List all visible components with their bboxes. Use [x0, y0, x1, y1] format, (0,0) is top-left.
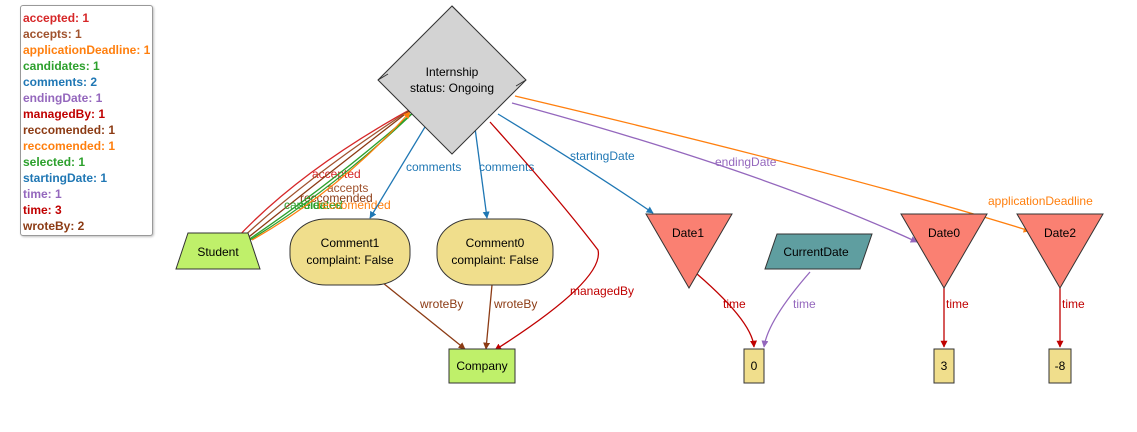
edge-label: reccomended [300, 191, 373, 205]
date2-label: Date2 [1044, 226, 1076, 240]
edge-wroteby-comment1: wroteBy [382, 282, 466, 350]
edge-label: selected [298, 198, 343, 212]
edge-accepts: accepts [239, 107, 414, 241]
currentdate-label: CurrentDate [783, 245, 849, 259]
date0-label: Date0 [928, 226, 960, 240]
legend-item: managedBy: 1 [23, 107, 106, 121]
legend-item: candidates: 1 [23, 59, 100, 73]
node-internship[interactable]: Internship status: Ongoing [377, 5, 527, 155]
value-minus8-label: -8 [1055, 359, 1066, 373]
comment0-attr: complaint: False [451, 253, 539, 267]
legend-item: accepts: 1 [23, 27, 82, 41]
edge-time-currentdate: time [761, 271, 816, 348]
edge-label: time [793, 297, 816, 311]
edge-label: time [723, 297, 746, 311]
node-comment0[interactable]: Comment0 complaint: False [436, 218, 554, 286]
edge-label: accepts [327, 181, 368, 195]
company-label: Company [456, 359, 507, 373]
edge-applicationdeadline: applicationDeadline [514, 95, 1093, 233]
edge-label: time [1062, 297, 1085, 311]
legend-item: selected: 1 [23, 155, 86, 169]
date1-label: Date1 [672, 226, 704, 240]
edge-label: wroteBy [419, 297, 463, 311]
edge-label: comments [406, 160, 461, 174]
node-student[interactable]: Student [175, 232, 261, 270]
legend-item: startingDate: 1 [23, 171, 108, 185]
edge-reccomended-b: reccomended [251, 111, 411, 241]
node-value-0[interactable]: 0 [743, 348, 765, 384]
edge-selected: selected [249, 109, 417, 241]
student-label: Student [197, 245, 239, 259]
legend-item: endingDate: 1 [23, 91, 103, 105]
edge-label: managedBy [570, 284, 634, 298]
internship-title: Internship [426, 65, 479, 79]
node-date0[interactable]: Date0 [900, 213, 988, 289]
legend-item: time: 1 [23, 187, 62, 201]
edge-reccomended-a: reccomended [244, 107, 414, 241]
value-0-label: 0 [751, 359, 758, 373]
internship-status: status: Ongoing [410, 81, 494, 95]
node-value-3[interactable]: 3 [933, 348, 955, 384]
value-3-label: 3 [941, 359, 948, 373]
node-currentdate[interactable]: CurrentDate [764, 233, 873, 270]
edge-comments-comment1: comments [369, 121, 461, 219]
node-value-minus8[interactable]: -8 [1048, 348, 1072, 384]
edge-label: reccomended [318, 198, 391, 212]
comment1-title: Comment1 [321, 236, 380, 250]
node-date2[interactable]: Date2 [1016, 213, 1104, 289]
edge-label: endingDate [715, 155, 777, 169]
edge-managedby: managedBy [489, 121, 634, 351]
edge-label: applicationDeadline [988, 194, 1093, 208]
edge-endingdate: endingDate [511, 102, 918, 243]
legend-item: comments: 2 [23, 75, 98, 89]
node-date1[interactable]: Date1 [645, 213, 733, 289]
edge-comments-comment0: comments [474, 127, 534, 219]
edge-time-date2: time [1056, 288, 1085, 348]
edge-label: wroteBy [493, 297, 537, 311]
edge-time-date1: time [689, 267, 758, 348]
edge-label: time [946, 297, 969, 311]
edge-label: comments [479, 160, 534, 174]
legend-item: accepted: 1 [23, 11, 90, 25]
comment1-attr: complaint: False [306, 253, 394, 267]
legend-item: wroteBy: 2 [23, 219, 85, 233]
comment0-title: Comment0 [466, 236, 525, 250]
legend-panel: accepted: 1 accepts: 1 applicationDeadline… [20, 5, 153, 236]
legend-item: reccomended: 1 [23, 123, 116, 137]
edge-time-date0: time [940, 288, 969, 348]
node-comment1[interactable]: Comment1 complaint: False [289, 218, 411, 286]
edge-label: startingDate [570, 149, 635, 163]
legend-item: applicationDeadline: 1 [23, 43, 151, 57]
legend-item: reccomended: 1 [23, 139, 116, 153]
node-company[interactable]: Company [448, 348, 516, 384]
edge-startingdate: startingDate [497, 113, 654, 214]
legend-item: time: 3 [23, 203, 62, 217]
edge-wroteby-comment0: wroteBy [483, 284, 537, 350]
